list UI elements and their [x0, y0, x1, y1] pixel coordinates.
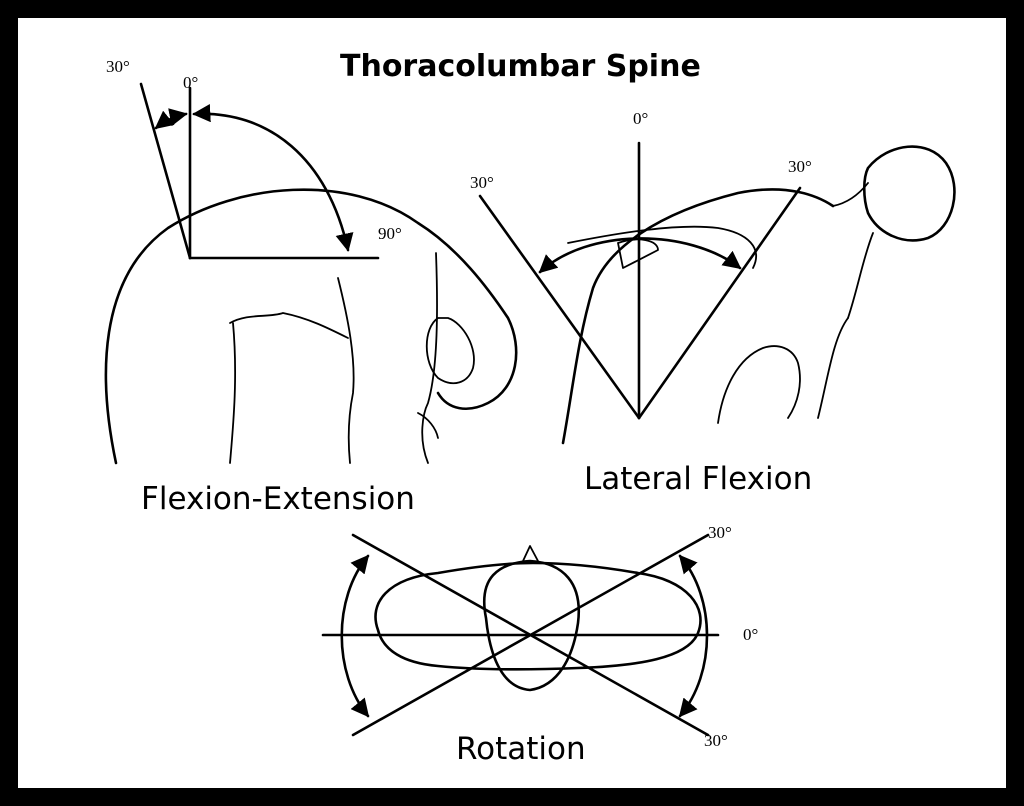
flexion-head-outline [425, 317, 475, 385]
lateral-left-axis [478, 194, 641, 420]
rotation-top-angle-label: 30° [708, 523, 732, 542]
flexion-angle-label: 90° [378, 224, 402, 243]
flexion-body-outline [104, 188, 518, 465]
range-of-motion-illustration [104, 82, 956, 737]
lateral-neutral-label: 0° [633, 109, 649, 128]
lateral-shoulder-line [567, 225, 757, 269]
extension-axis [139, 82, 192, 260]
rotation-neutral-label: 0° [743, 625, 759, 644]
flexion-hand [417, 412, 439, 439]
rotation-torso-outline [374, 561, 702, 671]
rotation-caption: Rotation [456, 731, 586, 767]
lateral-head-outline [862, 145, 956, 242]
lateral-left-angle-label: 30° [470, 173, 494, 192]
lateral-flexion-arc-arrow [538, 237, 742, 274]
flexion-leg-right [337, 277, 355, 464]
rotation-head-outline [483, 559, 581, 692]
rotation-right-arc-arrow [678, 554, 709, 718]
extension-angle-label: 30° [106, 57, 130, 76]
rotation-bottom-angle-label: 30° [704, 731, 728, 750]
lateral-arm-outline [717, 345, 801, 424]
lateral-neck-outline [832, 182, 874, 319]
lateral-flexion-caption: Lateral Flexion [584, 461, 813, 497]
lateral-right-angle-label: 30° [788, 157, 812, 176]
flexion-waist-line [229, 312, 349, 339]
page-title: Thoracolumbar Spine [340, 49, 701, 84]
flexion-arm-outline [421, 252, 438, 464]
lateral-flexion-figure [478, 141, 956, 445]
flexion-leg-left [229, 322, 237, 464]
flexion-arc-arrow [192, 104, 354, 252]
rotation-nose [522, 545, 539, 562]
flexion-neutral-label: 0° [183, 73, 199, 92]
rotation-diagonal-b [351, 533, 710, 737]
diagram-panel: Thoracolumbar Spine 30° 0° 90° Flexion-E… [18, 18, 1006, 788]
lateral-back-outline [817, 317, 849, 419]
extension-arc-arrow [154, 108, 188, 130]
rotation-figure [321, 533, 720, 737]
lateral-right-axis [637, 186, 802, 420]
rotation-left-arc-arrow [340, 554, 370, 718]
flexion-extension-caption: Flexion-Extension [141, 481, 415, 517]
lateral-shadow-line [617, 238, 659, 269]
flexion-extension-figure [104, 82, 518, 465]
